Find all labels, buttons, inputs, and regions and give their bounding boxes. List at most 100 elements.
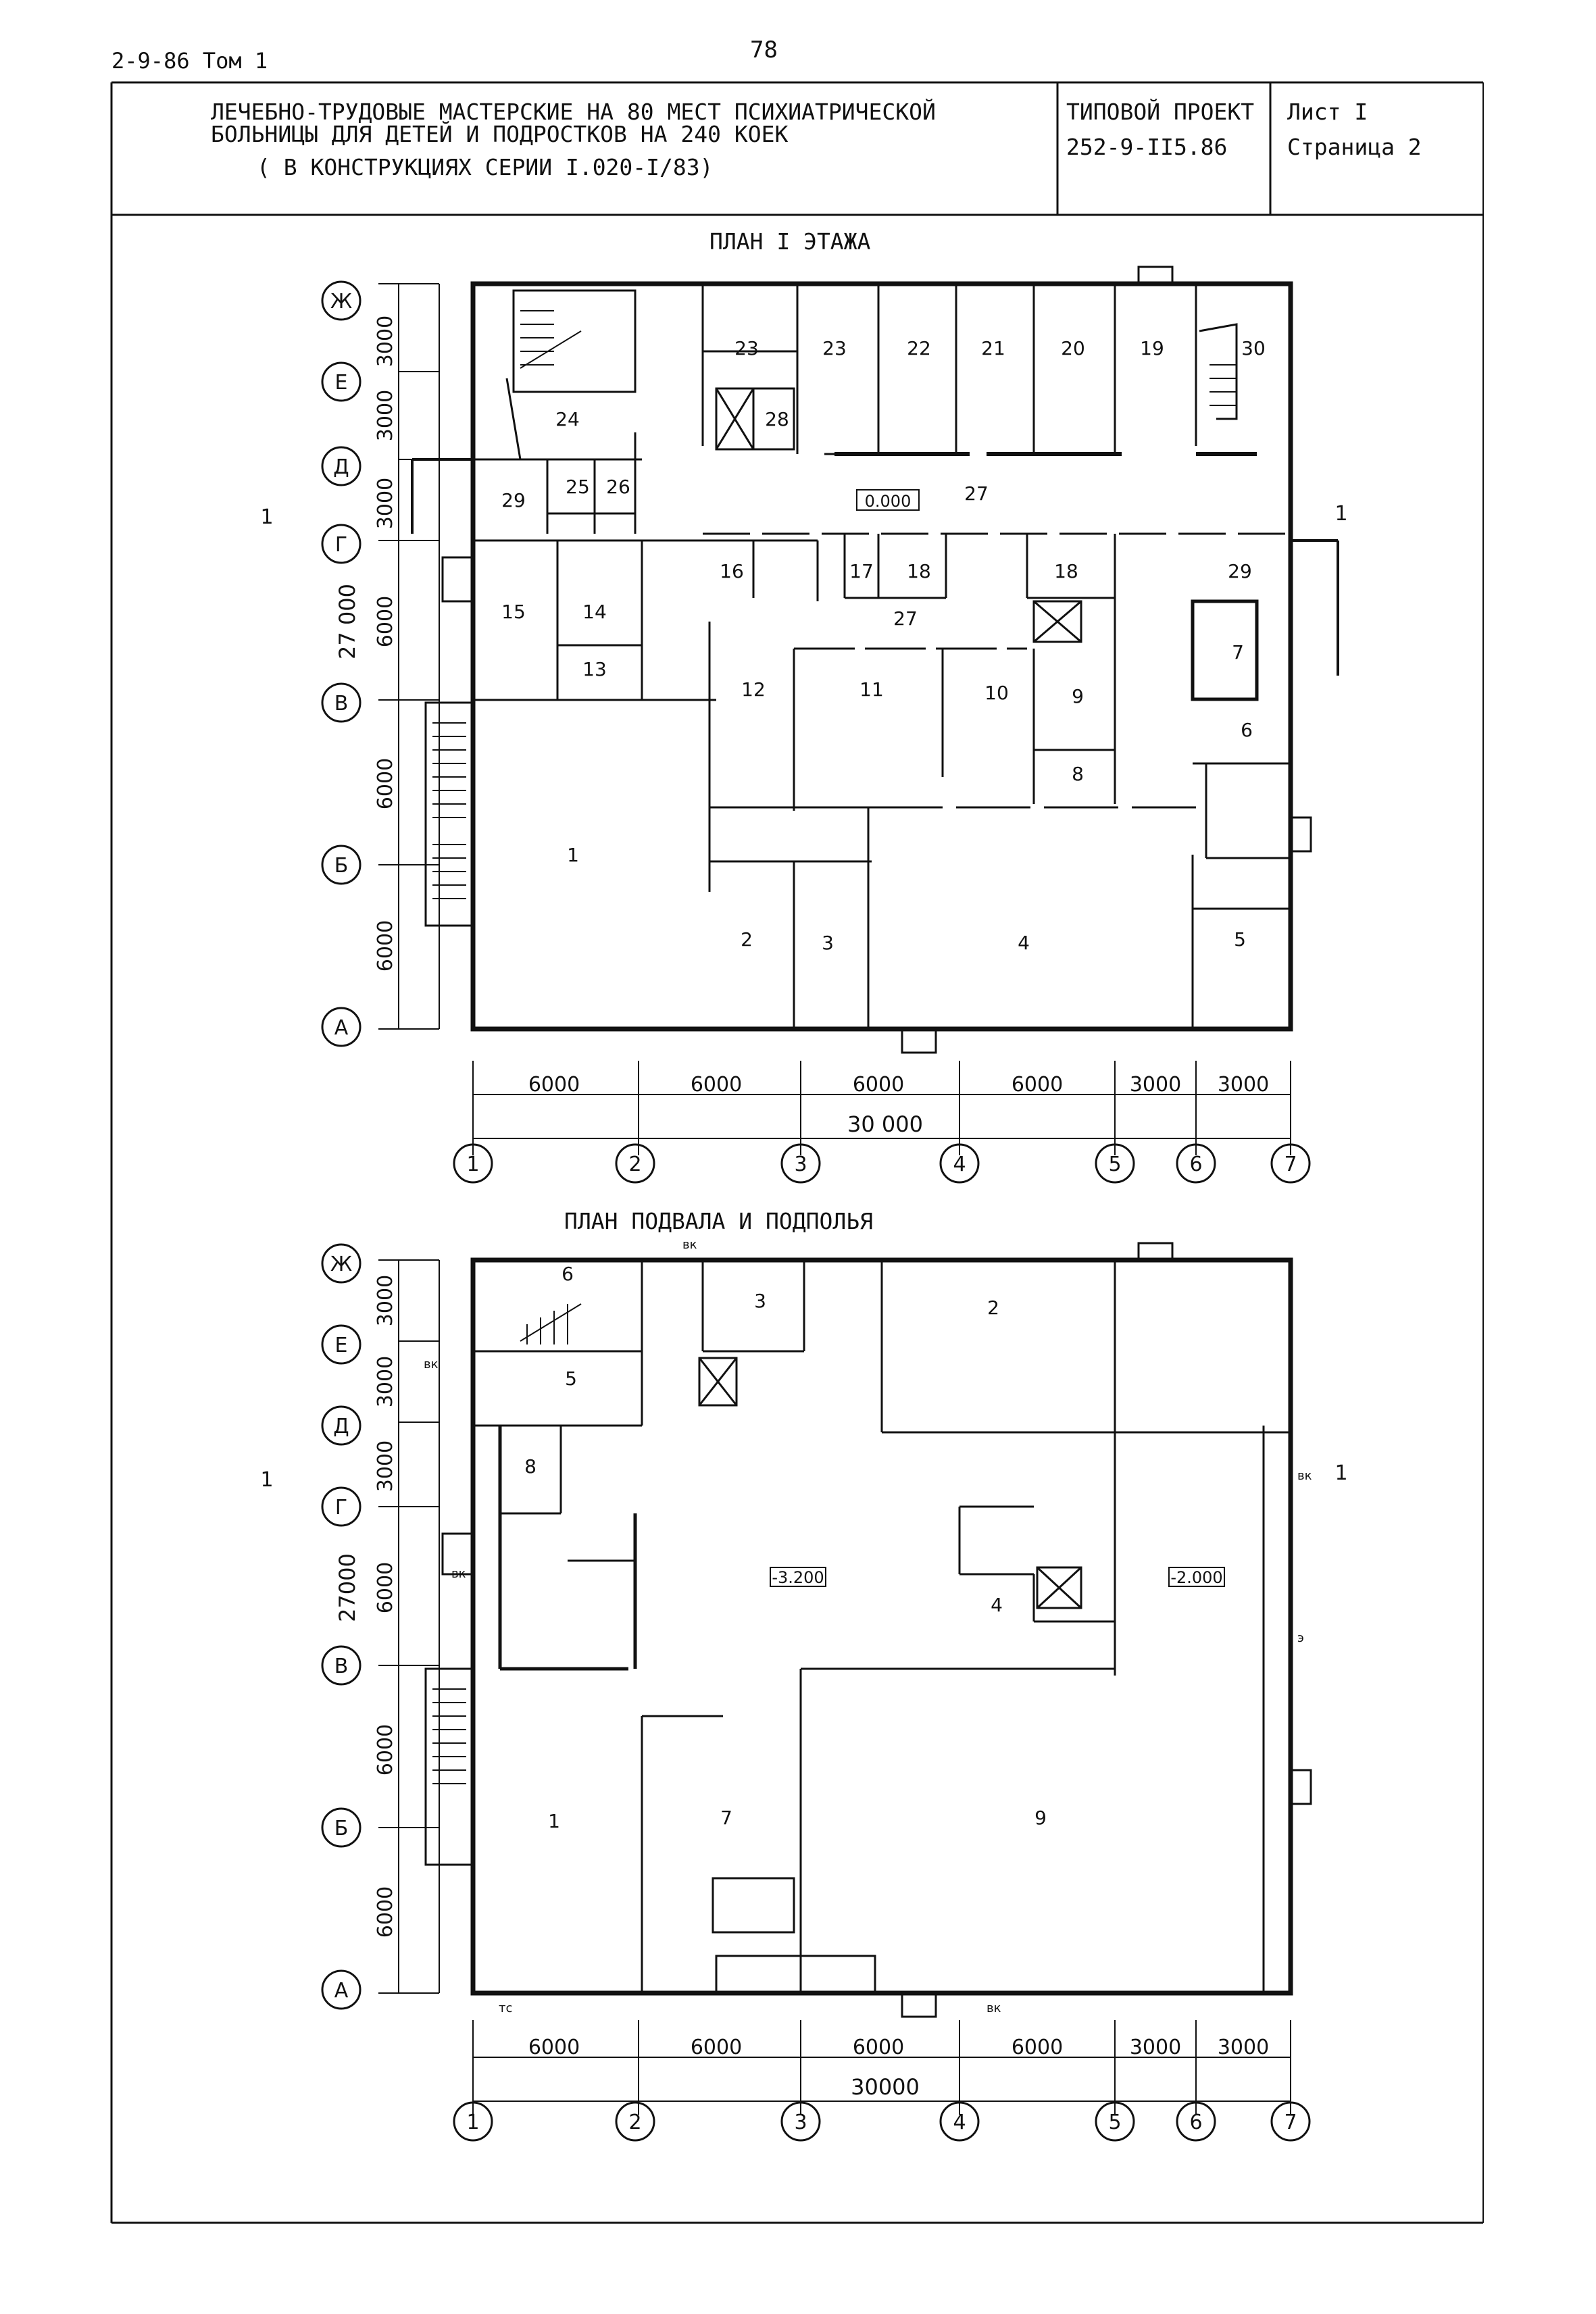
plan2-row-dim-0: 3000 — [374, 1275, 397, 1326]
plan1-axis-row-6: А — [334, 1016, 349, 1040]
plan2-level-mark-b: -2.000 — [1170, 1568, 1222, 1587]
plan2-axis-col-2: 3 — [794, 2111, 807, 2134]
plan1-axis-col-4: 5 — [1108, 1153, 1121, 1176]
plan1-col-dim-4: 3000 — [1130, 1073, 1181, 1097]
page-label: Страница 2 — [1287, 134, 1422, 160]
plan1-room-9: 9 — [1072, 685, 1084, 707]
plan2-axis-col-1-circle — [615, 2101, 655, 2142]
plan1-col-total: 30 000 — [847, 1111, 923, 1137]
plan1-room-22: 22 — [907, 337, 931, 359]
plan1-section-mark-left: 1 — [260, 505, 273, 529]
plan2-col-dim-2: 6000 — [853, 2036, 904, 2059]
plan1-axis-row-2-circle — [321, 446, 361, 486]
plan2-note-e: э — [1297, 1631, 1304, 1645]
plan2-axis-row-4-circle — [321, 1645, 361, 1686]
plan1-axis-col-0: 1 — [466, 1153, 479, 1176]
plan2-col-dim-0: 6000 — [528, 2036, 580, 2059]
plan1-axis-row-6-circle — [321, 1007, 361, 1047]
plan1-room-2: 2 — [741, 928, 753, 951]
plan1-row-dim-3: 6000 — [374, 596, 397, 647]
plan2-note-vk-left2: вк — [451, 1567, 466, 1581]
plan1-row-dim-0: 3000 — [374, 316, 397, 367]
plan1-room-27: 27 — [964, 482, 989, 505]
plan2-room-6: 6 — [562, 1263, 574, 1285]
plan2-room-2: 2 — [987, 1297, 999, 1319]
plan1-axis-row-1: Е — [335, 371, 348, 395]
plan1-room-28: 28 — [765, 408, 789, 430]
plan2-axis-row-5: Б — [334, 1817, 349, 1840]
plan2-axis-col-6-circle — [1270, 2101, 1311, 2142]
plan1-room-12: 12 — [741, 678, 766, 701]
plan1-level-mark: 0.000 — [865, 492, 912, 511]
document-code: 2-9-86 Том 1 — [111, 48, 268, 74]
plan2-axis-row-4: В — [334, 1655, 349, 1678]
plan2-axis-row-6-circle — [321, 1969, 361, 2010]
page-number: 78 — [750, 36, 778, 64]
plan1-row-dim-5: 6000 — [374, 920, 397, 972]
plan2-row-dim-5: 6000 — [374, 1886, 397, 1938]
plan1-title: ПЛАН I ЭТАЖА — [709, 228, 871, 255]
plan2-axis-col-0-circle — [453, 2101, 493, 2142]
project-code: 252-9-II5.86 — [1066, 134, 1228, 160]
plan1-axis-col-6-circle — [1270, 1143, 1311, 1184]
sheet-label: Лист I — [1287, 99, 1368, 125]
plan2-axis-row-0: Ж — [330, 1253, 352, 1276]
plan1-axis-col-6: 7 — [1284, 1153, 1297, 1176]
plan2-row-dim-3: 6000 — [374, 1562, 397, 1613]
plan2-section-mark-right: 1 — [1335, 1461, 1347, 1485]
plan2-room-9: 9 — [1034, 1807, 1047, 1829]
plan1-row-dim-2: 3000 — [374, 478, 397, 529]
project-title-line-3: ( В КОНСТРУКЦИЯХ СЕРИИ I.020-I/83) — [257, 154, 714, 180]
plan2-col-dim-5: 3000 — [1218, 2036, 1269, 2059]
plan1-col-dim-5: 3000 — [1218, 1073, 1269, 1097]
project-title-line-1: ЛЕЧЕБНО-ТРУДОВЫЕ МАСТЕРСКИЕ НА 80 МЕСТ П… — [211, 99, 936, 125]
plan1-room-18: 18 — [907, 560, 931, 582]
plan1-room-27: 27 — [893, 607, 918, 630]
project-title-line-2: БОЛЬНИЦЫ ДЛЯ ДЕТЕЙ И ПОДРОСТКОВ НА 240 К… — [211, 121, 789, 147]
plan2-row-dim-1: 3000 — [374, 1356, 397, 1407]
plan1-room-15: 15 — [501, 601, 526, 623]
plan1-room-21: 21 — [981, 337, 1005, 359]
plan2-axis-row-6: А — [334, 1979, 349, 2003]
plan1-room-18: 18 — [1054, 560, 1078, 582]
plan1-room-25: 25 — [566, 476, 590, 498]
plan1-room-10: 10 — [984, 682, 1009, 704]
plan1-axis-col-4-circle — [1095, 1143, 1135, 1184]
plan1-row-dim-4: 6000 — [374, 758, 397, 809]
plan2-col-dim-3: 6000 — [1012, 2036, 1063, 2059]
plan1-room-3: 3 — [822, 932, 834, 954]
plan1-col-dim-0: 6000 — [528, 1073, 580, 1097]
plan2-section-mark-left: 1 — [260, 1468, 273, 1492]
plan1-room-6: 6 — [1241, 719, 1253, 741]
plan1-section-mark-right: 1 — [1335, 502, 1347, 526]
plan2-axis-row-0-circle — [321, 1243, 361, 1284]
plan1-axis-row-1-circle — [321, 361, 361, 402]
plan1-axis-col-5-circle — [1176, 1143, 1216, 1184]
plan1-col-dim-2: 6000 — [853, 1073, 904, 1097]
plan1-axis-col-0-circle — [453, 1143, 493, 1184]
plan2-row-dim-4: 6000 — [374, 1724, 397, 1776]
plan2-axis-col-2-circle — [780, 2101, 821, 2142]
plan2-axis-col-1: 2 — [628, 2111, 641, 2134]
plan2-room-1: 1 — [548, 1810, 560, 1832]
plan1-axis-row-2: Д — [333, 455, 349, 479]
plan-basement — [378, 1242, 1312, 2115]
plan2-axis-col-5: 6 — [1189, 2111, 1202, 2134]
plan1-room-23: 23 — [734, 337, 759, 359]
plan2-room-8: 8 — [524, 1455, 537, 1478]
plan2-axis-row-3-circle — [321, 1486, 361, 1527]
plan2-axis-col-3: 4 — [953, 2111, 966, 2134]
plan1-room-14: 14 — [582, 601, 607, 623]
plan2-col-total: 30000 — [851, 2074, 920, 2100]
plan1-room-1: 1 — [567, 844, 579, 866]
plan1-row-total: 27 000 — [334, 584, 360, 659]
plan2-axis-col-6: 7 — [1284, 2111, 1297, 2134]
plan2-col-dim-4: 3000 — [1130, 2036, 1181, 2059]
plan2-axis-row-3: Г — [335, 1496, 347, 1519]
plan1-room-20: 20 — [1061, 337, 1085, 359]
plan2-note-vk-top: вк — [682, 1238, 697, 1252]
plan2-axis-col-5-circle — [1176, 2101, 1216, 2142]
plan2-title: ПЛАН ПОДВАЛА И ПОДПОЛЬЯ — [564, 1208, 873, 1234]
plan-first-floor — [378, 266, 1339, 1155]
